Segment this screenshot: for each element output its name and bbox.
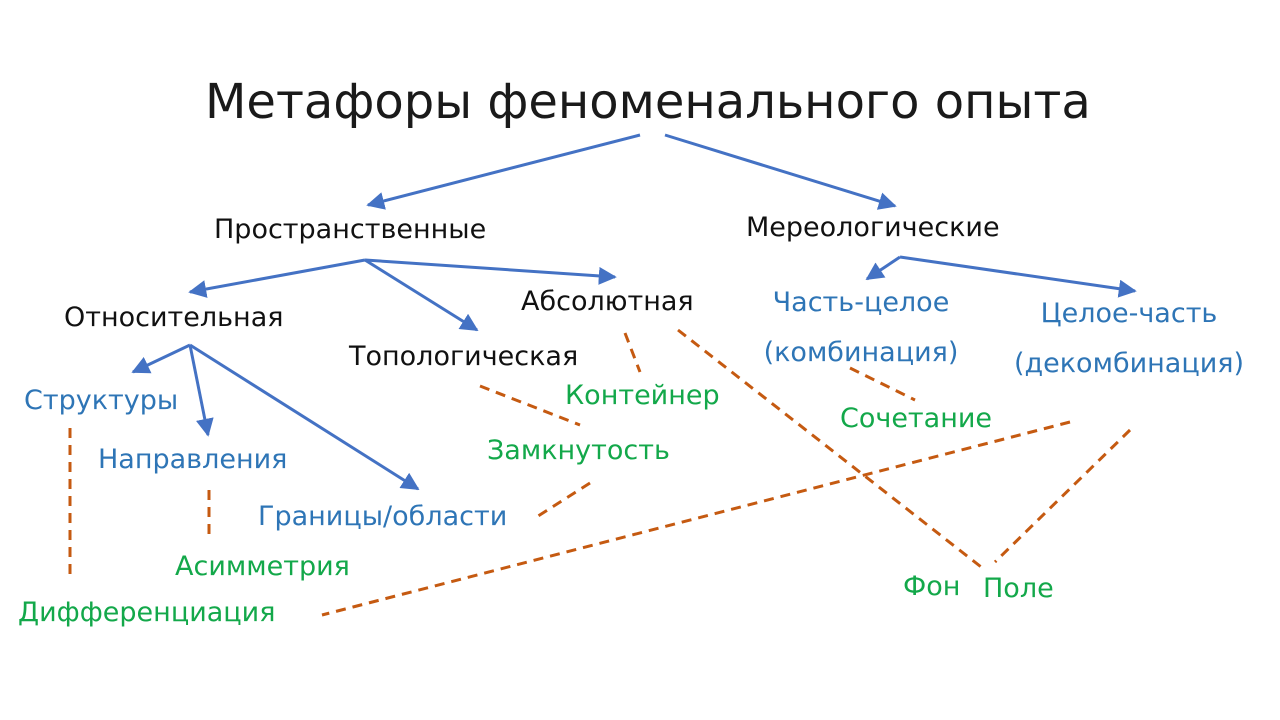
- node-relative: Относительная: [64, 302, 284, 333]
- dashed-absolute-background: [677, 328, 986, 572]
- dashed-part-whole-combination: [849, 366, 916, 402]
- node-absolute: Абсолютная: [521, 286, 694, 317]
- arrow-title-to-mereological: [664, 133, 897, 210]
- node-closure: Замкнутость: [487, 435, 670, 466]
- node-container: Контейнер: [565, 380, 720, 411]
- arrow-mereological-to-whole-part: [899, 255, 1137, 298]
- node-part-whole-line1: Часть-целое: [772, 287, 950, 318]
- dashed-whole-part-differentiation: [321, 420, 1071, 617]
- node-part-whole-line2: (комбинация): [763, 337, 959, 368]
- arrow-spatial-to-relative: [188, 258, 366, 298]
- arrow-title-to-spatial: [366, 133, 641, 210]
- arrow-relative-to-boundaries: [189, 343, 420, 491]
- node-differentiation: Дифференциация: [18, 597, 276, 628]
- node-background: Фон: [903, 571, 961, 602]
- arrow-mereological-to-part-whole: [865, 255, 901, 281]
- node-spatial: Пространственные: [214, 214, 487, 245]
- node-whole-part-line2: (декомбинация): [1013, 348, 1245, 379]
- arrow-spatial-to-topological: [364, 258, 479, 332]
- node-field: Поле: [983, 573, 1054, 604]
- node-boundaries: Границы/области: [258, 501, 508, 532]
- node-part-whole: Часть-целое (комбинация): [756, 278, 966, 378]
- arrow-relative-to-directions: [188, 344, 214, 437]
- node-topological: Топологическая: [349, 341, 579, 372]
- node-structures: Структуры: [24, 385, 179, 416]
- node-whole-part-line1: Целое-часть: [1040, 298, 1218, 329]
- dashed-topological-closure: [479, 384, 581, 427]
- node-asymmetry: Асимметрия: [175, 551, 350, 582]
- node-combination: Сочетание: [840, 403, 993, 434]
- arrow-relative-to-structures: [131, 343, 191, 374]
- dashed-closure-boundaries: [534, 481, 591, 520]
- dashed-absolute-container: [623, 332, 642, 373]
- node-mereological: Мереологические: [746, 212, 1000, 243]
- node-whole-part: Целое-часть (декомбинация): [1000, 289, 1258, 389]
- diagram-title: Метафоры феноменального опыта: [205, 74, 1091, 130]
- node-directions: Направления: [98, 444, 288, 475]
- dashed-whole-part-field: [993, 428, 1132, 564]
- arrow-spatial-to-absolute: [364, 258, 617, 285]
